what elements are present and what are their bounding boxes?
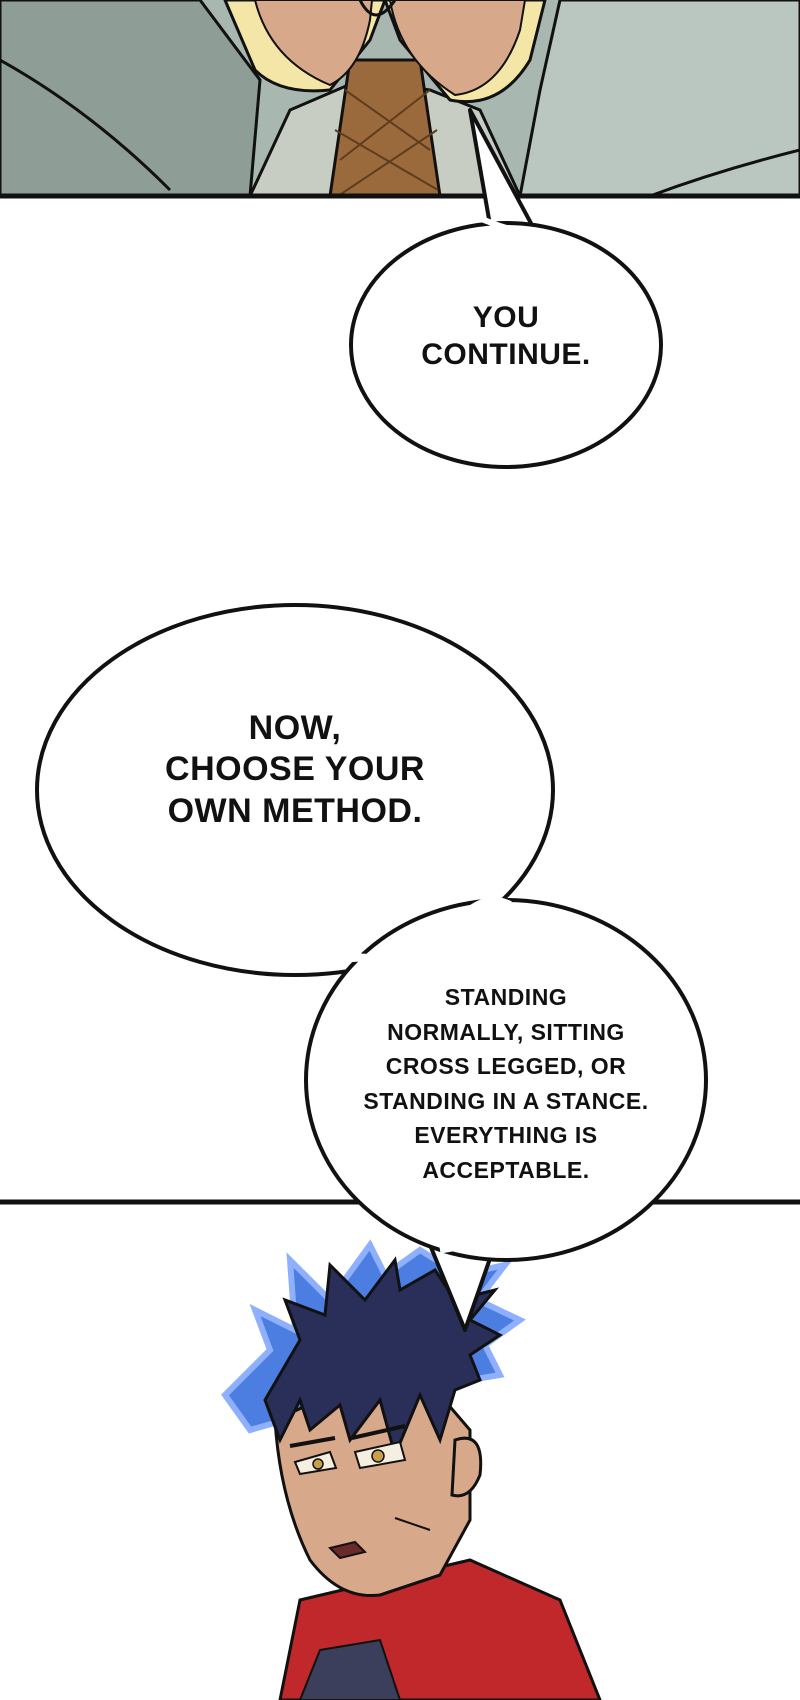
bubble-3-line: EVERYTHING IS [414, 1122, 598, 1148]
bubble-2-line: NOW, [248, 709, 342, 747]
left-hand-shade [253, 0, 374, 87]
jaw-line [379, 1573, 441, 1597]
young-man-panel [0, 1199, 800, 1700]
bubble-3-line: NORMALLY, SITTING [387, 1018, 625, 1045]
speech-bubble-2 [35, 603, 555, 977]
bubble-3-line: STANDING [444, 984, 568, 1010]
bubble-1-outline [349, 221, 663, 469]
left-brow [289, 1436, 336, 1448]
bubble-connector-mask [328, 897, 512, 970]
right-brow [351, 1424, 406, 1440]
right-iris [371, 1449, 385, 1463]
cheek-line [394, 1517, 431, 1531]
speech-bubble-1 [349, 108, 663, 469]
bubble-3-tail-join [439, 1234, 496, 1254]
bubble-2-line: CHOOSE YOUR [165, 750, 425, 789]
bubble-3-line: STANDING IN A STANCE. [363, 1087, 649, 1114]
bubble-3-text: STANDING NORMALLY, SITTING CROSS LEGGED,… [346, 980, 666, 1187]
bubble-1-line: YOU [472, 301, 540, 334]
jacket-left [0, 0, 262, 198]
jacket-fold-right [649, 148, 800, 198]
bubble-1-text: YOU CONTINUE. [386, 300, 626, 373]
right-hand-shade [388, 0, 527, 97]
jacket-right [518, 0, 800, 198]
bubble-2-outline [35, 603, 555, 977]
bubble-2-line: OWN METHOD. [167, 791, 423, 830]
bubble-3-line: CROSS LEGGED, OR [385, 1053, 627, 1079]
tie-pattern [334, 89, 439, 197]
jacket-fold [0, 58, 172, 192]
mouth [328, 1540, 367, 1560]
bubble-1-line: CONTINUE. [421, 337, 591, 371]
bubble-1-tail-join [466, 211, 533, 239]
bubble-3-line: ACCEPTABLE. [422, 1156, 590, 1183]
speech-bubble-3 [304, 897, 708, 1332]
bubble-2-text: NOW, CHOOSE YOUR OWN METHOD. [130, 708, 460, 832]
jacket-collar [298, 1638, 402, 1700]
hair [263, 1256, 503, 1460]
left-iris [312, 1458, 324, 1470]
elder-hands-panel [0, 0, 800, 199]
knuckle-line [358, 0, 397, 17]
necktie [328, 58, 442, 198]
ear [450, 1436, 483, 1498]
